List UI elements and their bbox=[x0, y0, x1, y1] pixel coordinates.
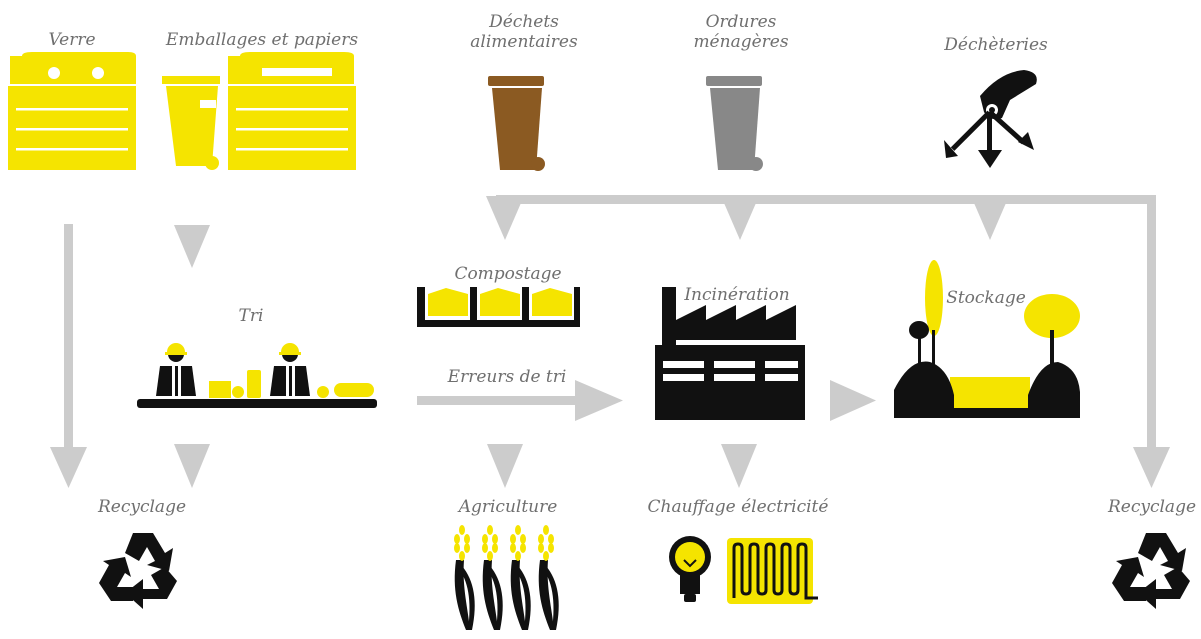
bulb-and-heater-icon bbox=[669, 536, 818, 604]
label-decheteries: Déchèteries bbox=[944, 35, 1048, 55]
label-dechets-alimentaires-line1: Déchets bbox=[489, 12, 559, 32]
label-ordures-line2: ménagères bbox=[693, 32, 789, 52]
yellow-bin-icon bbox=[162, 76, 220, 170]
recycle-icon bbox=[1112, 533, 1190, 609]
landfill-icon bbox=[894, 260, 1080, 418]
label-erreurs-de-tri: Erreurs de tri bbox=[447, 367, 567, 387]
label-verre: Verre bbox=[48, 30, 96, 50]
factory-icon bbox=[655, 287, 805, 420]
label-ordures-line1: Ordures bbox=[705, 12, 777, 32]
grey-bin-icon bbox=[706, 76, 763, 171]
label-compostage: Compostage bbox=[454, 264, 562, 284]
hand-dropping-icon bbox=[944, 70, 1037, 168]
glass-crate-icon bbox=[8, 52, 136, 170]
label-agriculture: Agriculture bbox=[458, 497, 558, 517]
recycle-icon bbox=[99, 533, 177, 609]
label-dechets-alimentaires-line2: alimentaires bbox=[470, 32, 578, 52]
label-emballages: Emballages et papiers bbox=[165, 30, 359, 50]
compost-trays-icon bbox=[417, 287, 580, 327]
label-incineration: Incinération bbox=[684, 285, 790, 305]
label-stockage: Stockage bbox=[946, 288, 1026, 308]
label-tri: Tri bbox=[238, 306, 264, 326]
wheat-icon bbox=[454, 525, 559, 630]
brown-bin-icon bbox=[488, 76, 545, 171]
yellow-crate-icon bbox=[228, 52, 356, 170]
label-dechets-alimentaires: Déchets alimentaires bbox=[470, 12, 577, 52]
flow-arrows bbox=[50, 195, 1170, 488]
label-recyclage-left: Recyclage bbox=[97, 497, 187, 517]
sorting-workers-icon bbox=[137, 343, 377, 408]
label-ordures: Ordures ménagères bbox=[693, 12, 788, 52]
label-chauffage: Chauffage électricité bbox=[647, 497, 829, 517]
label-recyclage-right: Recyclage bbox=[1107, 497, 1197, 517]
